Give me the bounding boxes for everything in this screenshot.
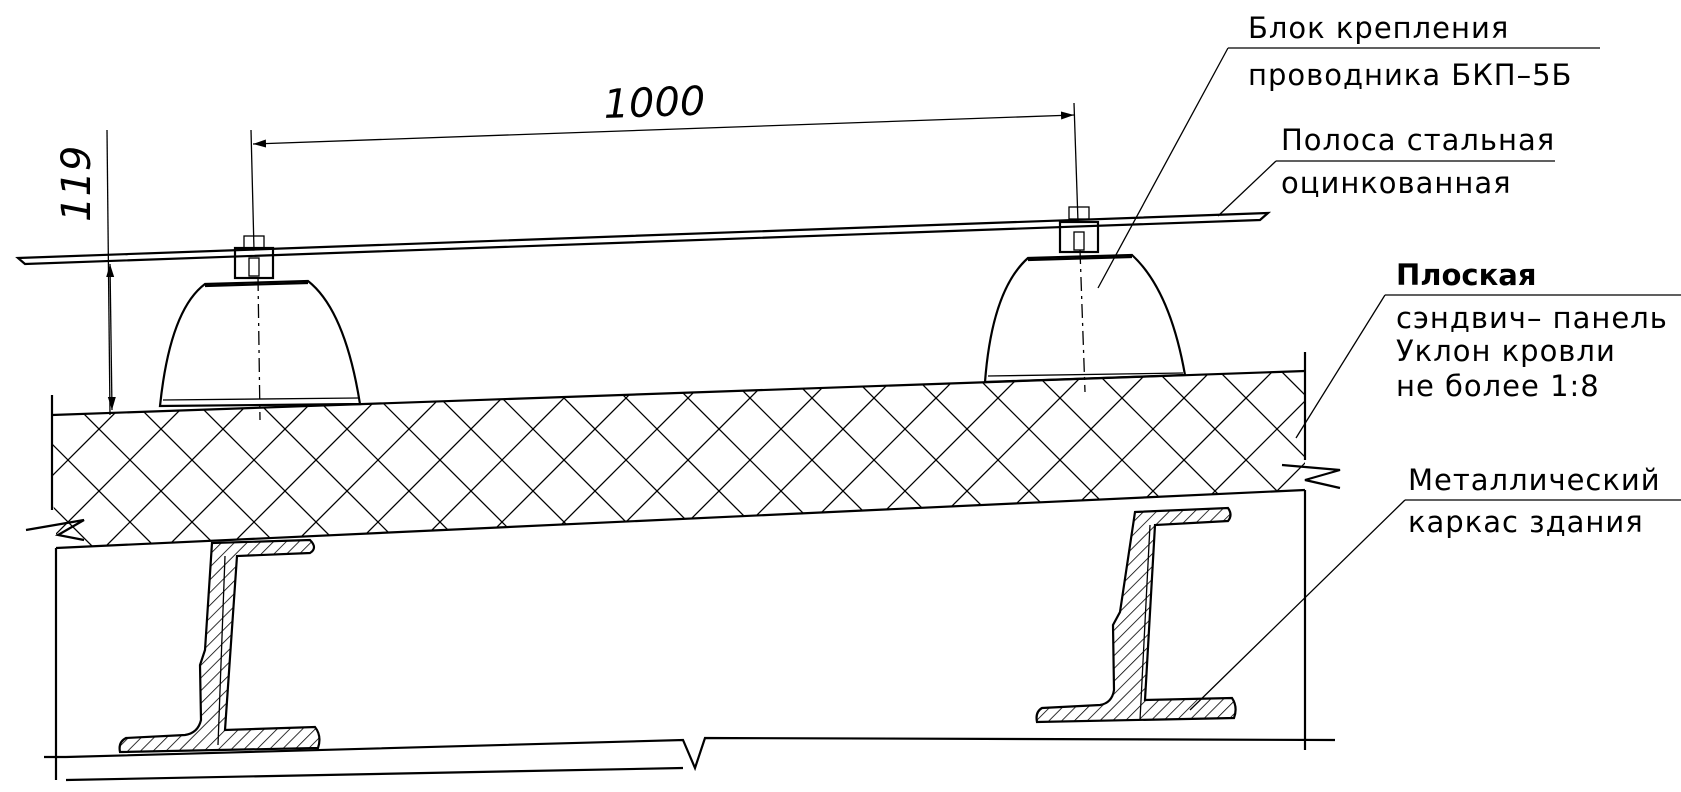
label-panel: Плоская сэндвич– панель Уклон кровли не … (1295, 258, 1681, 439)
hatch-line (505, 371, 747, 548)
hatch-line (753, 371, 995, 548)
panel-line1: сэндвич– панель (1396, 301, 1668, 335)
frame-line1: Металлический (1408, 463, 1661, 497)
label-frame: Металлический каркас здания (1189, 463, 1681, 711)
hatch-line (443, 371, 685, 548)
hatch-line (1622, 340, 1681, 580)
mount-block-line1: Блок крепления (1248, 11, 1509, 45)
hatch-line (691, 371, 933, 548)
hatch-line (1001, 371, 1243, 548)
frame-line2: каркас здания (1408, 505, 1644, 539)
label-steel-strip: Полоса стальная оцинкованная (1217, 123, 1555, 217)
mounting-block-left (158, 235, 362, 421)
steel-beam-right (1035, 506, 1237, 724)
hatch-line (52, 371, 65, 548)
panel-title: Плоская (1396, 258, 1537, 292)
steel-strip-line2: оцинкованная (1281, 166, 1512, 200)
dimension-119-label: 119 (54, 146, 100, 222)
hatch-line (1187, 371, 1305, 548)
dimension-119: 119 (54, 129, 116, 416)
hatch-line (0, 340, 2, 580)
label-mount-block: Блок крепления проводника БКП–5Б (1097, 11, 1600, 289)
steel-strip-line1: Полоса стальная (1281, 123, 1555, 157)
hatch-line (52, 371, 65, 548)
hatch-line (1249, 371, 1305, 548)
hatch-line (567, 371, 809, 548)
hatch-line (629, 371, 871, 548)
frame-outline (44, 490, 1336, 782)
hatch-line (0, 340, 2, 580)
hatch-line (381, 371, 623, 548)
hatch-line (52, 371, 127, 548)
dimension-1000-label: 1000 (603, 78, 706, 128)
mount-block-line2: проводника БКП–5Б (1248, 58, 1572, 92)
steel-strip (15, 211, 1272, 266)
panel-line3: не более 1:8 (1396, 369, 1600, 403)
panel-line2: Уклон кровли (1396, 334, 1616, 368)
mounting-block-right (983, 206, 1187, 393)
hatch-line (319, 371, 561, 548)
steel-beam-left (118, 538, 321, 754)
dimension-1000: 1000 (250, 78, 1079, 251)
hatch-line (1622, 340, 1681, 580)
